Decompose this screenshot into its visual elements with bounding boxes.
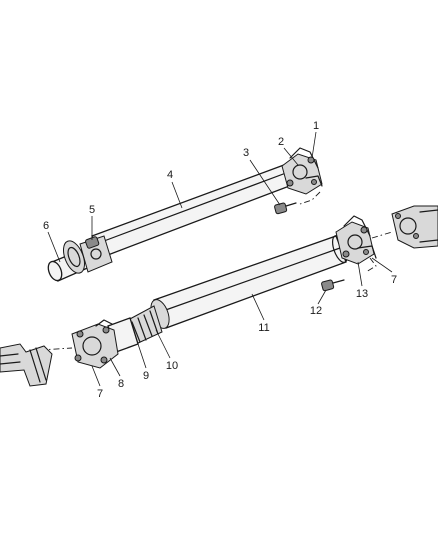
callout-12: 12 bbox=[310, 305, 322, 317]
callout-8: 8 bbox=[118, 378, 124, 390]
callout-3: 3 bbox=[243, 147, 249, 159]
callout-10: 10 bbox=[166, 360, 178, 372]
front-driveshaft bbox=[47, 147, 323, 282]
callout-13: 13 bbox=[356, 288, 368, 300]
rear-driveshaft bbox=[39, 215, 393, 369]
callout-7-left: 7 bbox=[97, 388, 103, 400]
front-shaft-tube bbox=[91, 161, 301, 259]
callout-9: 9 bbox=[143, 370, 149, 382]
rear-right-u-joint bbox=[335, 215, 377, 265]
rear-left-flange bbox=[71, 319, 119, 369]
callout-11: 11 bbox=[258, 322, 269, 334]
rear-bolt bbox=[321, 279, 345, 292]
callout-7-right: 7 bbox=[391, 274, 397, 286]
callout-4: 4 bbox=[167, 169, 173, 181]
transfer-case-flange bbox=[391, 205, 438, 249]
leader-lines bbox=[47, 131, 393, 387]
front-bolt bbox=[274, 202, 297, 215]
rear-axle-yoke bbox=[0, 343, 53, 387]
callout-6: 6 bbox=[43, 220, 49, 232]
callout-5: 5 bbox=[89, 204, 95, 216]
front-u-joint bbox=[281, 147, 323, 195]
callout-1: 1 bbox=[313, 120, 319, 132]
callout-2: 2 bbox=[278, 136, 284, 148]
